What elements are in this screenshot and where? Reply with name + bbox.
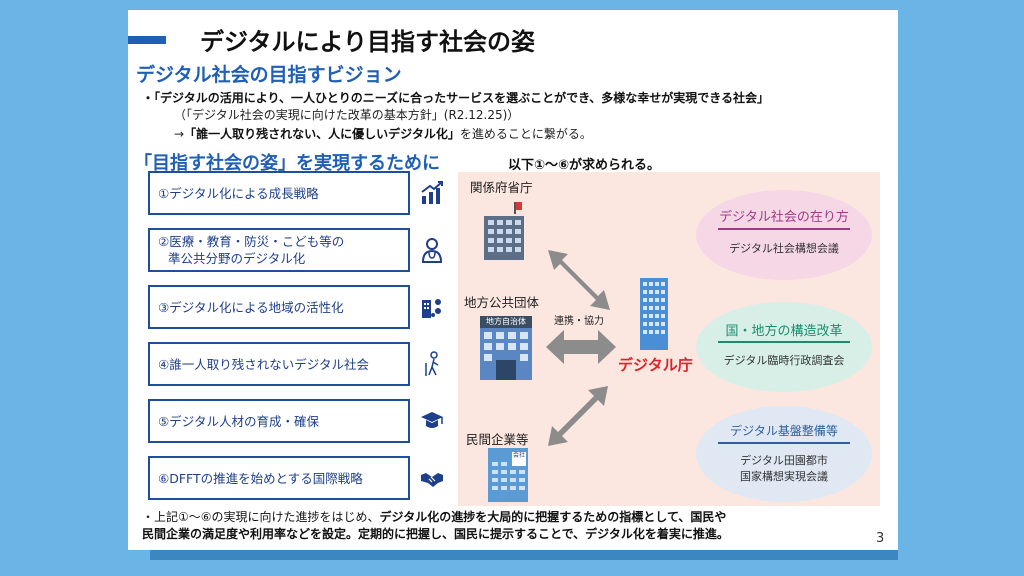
council-3-sub2: 国家構想実現会議 [740,470,828,483]
council-2-title: 国・地方の構造改革 [725,324,843,339]
vision-result: →「誰一人取り残されない、人に優しいデジタル化」を進めることに繋がる。 [174,127,592,141]
section-heading: 「目指す社会の姿」を実現するために [134,153,440,174]
vision-bullet: ・「デジタルの活用により、一人ひとりのニーズに合ったサービスを選ぶことができ、多… [142,91,770,105]
local-gov-building-icon: 地方自治体 [480,316,532,380]
ministries-label: 関係府省庁 [470,180,533,195]
arrow-private-agency [548,386,608,446]
council-2-line [718,341,850,343]
goal-item-6: ⑥DFFTの推進を始めとする国際戦略 [148,456,410,500]
growth-chart-icon [421,181,443,204]
title-accent-bar [128,36,166,44]
goal-item-2: ②医療・教育・防災・こども等の準公共分野のデジタル化 [148,228,410,272]
vision-heading: デジタル社会の目指すビジョン [136,64,402,86]
slide: デジタルにより目指す社会の姿 デジタル社会の目指すビジョン ・「デジタルの活用に… [128,10,898,550]
community-building-icon [422,299,441,318]
local-gov-label: 地方公共団体 [464,295,540,310]
council-1-line [718,228,850,230]
council-1-title: デジタル社会の在り方 [719,210,849,225]
handshake-icon [421,473,443,487]
council-1-sub: デジタル社会構想会議 [729,242,839,255]
local-gov-sign: 地方自治体 [480,316,532,328]
digital-agency-label: デジタル庁 [618,356,693,374]
elderly-person-icon [425,351,439,376]
goal-item-3: ③デジタル化による地域の活性化 [148,285,410,329]
council-3-title: デジタル基盤整備等 [730,424,838,438]
slide-title: デジタルにより目指す社会の姿 [200,28,536,56]
council-3-line [718,442,850,444]
council-2-sub: デジタル臨時行政調査会 [723,354,845,367]
section-subheading: 以下①～⑥が求められる。 [508,158,661,173]
cooperation-label: 連携・協力 [554,316,604,327]
arrow-localgov-agency [546,330,616,364]
goal-item-4: ④誰一人取り残されないデジタル社会 [148,342,410,386]
page-number: 3 [876,531,885,546]
council-ellipse-2 [696,302,872,392]
company-building-icon: 会社 [486,444,530,502]
council-3-sub1: デジタル田園都市 [740,454,828,467]
ministries-building-icon [484,202,524,260]
doctor-icon [421,238,443,263]
council-ellipse-1 [696,190,872,280]
digital-agency-building-icon [640,278,668,350]
arrow-ministries-agency [548,250,610,310]
goal-item-5: ⑤デジタル人材の育成・確保 [148,399,410,443]
graduation-cap-icon [421,412,443,428]
company-sign: 会社 [512,452,526,466]
private-label: 民間企業等 [466,432,529,447]
bottom-note: ・上記①～⑥の実現に向けた進捗をはじめ、デジタル化の進捗を大局的に把握するための… [142,510,729,541]
council-ellipse-3 [696,406,872,502]
goal-item-1: ①デジタル化による成長戦略 [148,171,410,215]
vision-source: （「デジタル社会の実現に向けた改革の基本方針」(R2.12.25)） [174,108,520,122]
